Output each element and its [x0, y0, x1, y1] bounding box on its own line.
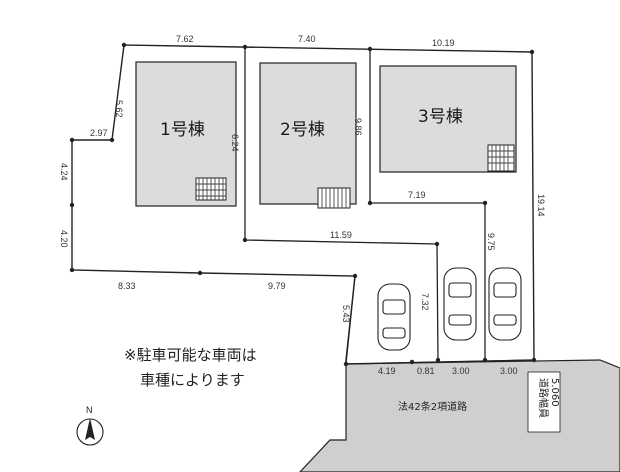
dim-mid-3: 7.19 — [408, 190, 426, 200]
parking-note-line2: 車種によります — [140, 371, 245, 389]
dim-frontage-3: 3.00 — [452, 366, 470, 376]
stair-icon — [317, 187, 351, 209]
dim-inner-1: 6.24 — [230, 134, 240, 152]
dim-frontage-2: 0.81 — [417, 366, 435, 376]
building-3-label: 3号棟 — [418, 107, 463, 127]
compass-icon — [76, 418, 104, 446]
dim-left-notch: 2.97 — [90, 128, 108, 138]
road-width-label: 道路幅員 — [537, 378, 550, 418]
road-label: 法42条2項道路 — [398, 400, 467, 413]
boundary-markers — [69, 42, 537, 367]
dim-frontage-4: 3.00 — [500, 366, 518, 376]
dim-mid-run: 11.59 — [330, 230, 352, 240]
dim-top-2: 7.40 — [298, 34, 316, 44]
building-2 — [259, 62, 357, 205]
dim-left-low: 4.20 — [59, 230, 69, 248]
dim-drive-c: 5.43 — [341, 305, 351, 323]
dim-drive-a: 9.75 — [486, 233, 496, 251]
lot-divider-2-3 — [369, 49, 486, 360]
car-icon — [443, 267, 477, 341]
dim-top-3: 10.19 — [432, 38, 455, 48]
dim-bottom-mid: 9.79 — [268, 281, 286, 291]
lot-divider-lower — [345, 275, 356, 365]
road-area — [299, 359, 620, 472]
stair-icon — [195, 177, 227, 201]
building-2-label: 2号棟 — [280, 120, 325, 140]
dim-frontage-1: 4.19 — [378, 366, 396, 376]
parking-note-line1: ※駐車可能な車両は — [124, 346, 257, 364]
road-width-box — [527, 371, 561, 433]
stair-icon — [487, 144, 515, 172]
road-width-value: 5.060 — [549, 378, 560, 407]
compass-north-label: N — [86, 405, 93, 415]
lot-divider-1-2 — [244, 47, 439, 361]
dim-inner-2: 9.86 — [353, 118, 363, 136]
dim-right-side: 19.14 — [536, 194, 546, 217]
building-1-label: 1号棟 — [160, 120, 205, 140]
dim-bottom-left: 8.33 — [118, 281, 136, 291]
dim-left-upper: 5.62 — [114, 100, 124, 118]
dim-drive-b: 7.32 — [420, 293, 430, 311]
car-icon — [377, 283, 411, 351]
dim-top-1: 7.62 — [176, 34, 194, 44]
car-icon — [488, 267, 522, 341]
dim-left-mid: 4.24 — [59, 163, 69, 181]
